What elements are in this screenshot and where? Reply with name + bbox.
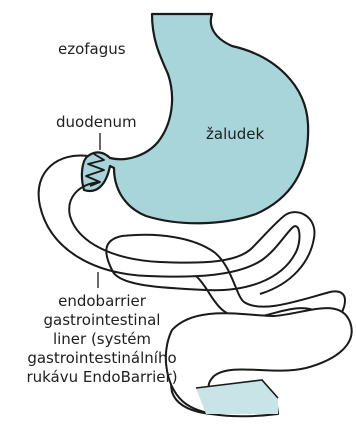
label-liner: endobarrier gastrointestinal liner (syst… [2, 292, 202, 387]
label-liner-line-2: gastrointestinal [2, 311, 202, 330]
label-liner-line-4: gastrointestinálního [2, 349, 202, 368]
label-duodenum: duodenum [56, 113, 137, 132]
label-liner-line-5: rukávu EndoBarrier) [2, 368, 202, 387]
label-zaludek: žaludek [206, 125, 264, 144]
label-ezofagus: ezofagus [58, 40, 126, 59]
label-liner-line-1: endobarrier [2, 292, 202, 311]
label-liner-line-3: liner (systém [2, 330, 202, 349]
